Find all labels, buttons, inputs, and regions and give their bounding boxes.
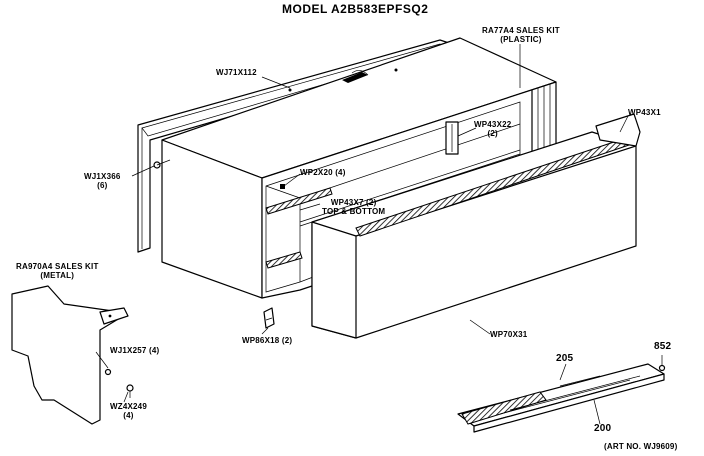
- label-wp43x1: WP43X1: [628, 108, 661, 117]
- label-ra77a4-sales-kit: RA77A4 SALES KIT (PLASTIC): [482, 26, 560, 44]
- label-art-number: (ART NO. WJ9609): [604, 442, 678, 451]
- clip-wp86x18: [263, 307, 275, 329]
- label-852: 852: [654, 341, 672, 352]
- label-wj1x257: WJ1X257 (4): [110, 346, 160, 355]
- label-wp43x7: WP43X7 (2) TOP & BOTTOM: [322, 198, 385, 216]
- label-wp2x20: WP2X20 (4): [300, 168, 346, 177]
- label-ra77a4-line2: (PLASTIC): [500, 35, 542, 44]
- label-wz4x249: WZ4X249 (4): [110, 402, 147, 420]
- side-panel-ra970a4: [11, 285, 129, 425]
- label-wp43x22-line1: WP43X22: [474, 120, 512, 129]
- front-panel-wp70x31: [311, 113, 641, 339]
- label-wz4x249-line2: (4): [123, 411, 134, 420]
- label-wp43x7-line1: WP43X7 (2): [330, 198, 377, 207]
- label-wp70x31: WP70X31: [490, 330, 528, 339]
- screw-wj1x257: [104, 368, 112, 376]
- label-ra970a4-line1: RA970A4 SALES KIT: [16, 262, 99, 271]
- leader-lines: [95, 44, 663, 425]
- label-wz4x249-line1: WZ4X249: [110, 402, 147, 411]
- label-200: 200: [594, 423, 612, 434]
- label-wj1x366-line1: WJ1X366: [84, 172, 121, 181]
- label-ra970a4-sales-kit: RA970A4 SALES KIT (METAL): [16, 262, 99, 280]
- label-ra77a4-line1: RA77A4 SALES KIT: [482, 26, 560, 35]
- label-wp43x7-line2: TOP & BOTTOM: [322, 207, 386, 216]
- label-wj1x366-line2: (6): [97, 181, 108, 190]
- label-ra970a4-line2: (METAL): [40, 271, 75, 280]
- label-wp43x22-line2: (2): [487, 129, 498, 138]
- screw-wj1x366: [153, 159, 171, 169]
- label-wj1x366: WJ1X366 (6): [84, 172, 121, 190]
- bottom-tray: [457, 363, 665, 433]
- label-wp86x18: WP86X18 (2): [242, 336, 293, 345]
- label-wp43x22: WP43X22 (2): [474, 120, 511, 138]
- model-title: MODEL A2B583EPFSQ2: [282, 2, 429, 16]
- part-852-screw: [658, 364, 666, 372]
- screw-wz4x249: [126, 384, 134, 398]
- label-205: 205: [556, 353, 574, 364]
- label-wj71x112: WJ71X112: [216, 68, 257, 77]
